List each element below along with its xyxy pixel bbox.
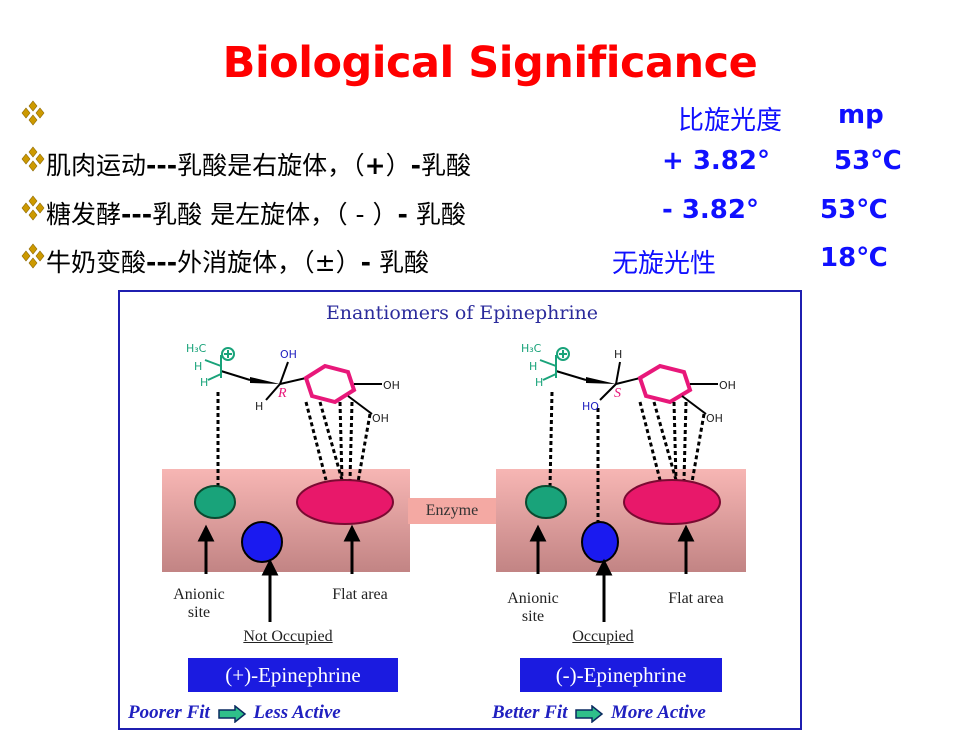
fit-summary-right: Better Fit More Active — [492, 702, 706, 724]
atom-label: H — [535, 376, 544, 389]
anionic-site-label-left: Anionic site — [156, 586, 242, 622]
enzyme-label-box — [408, 498, 496, 524]
row-dash: - — [410, 151, 422, 180]
molecule-right — [539, 347, 718, 415]
row-text: 乳酸 — [407, 200, 466, 229]
melting-point-value: 53℃ — [834, 146, 902, 176]
atom-label: OH — [280, 348, 297, 361]
melting-point-value: 53℃ — [820, 195, 888, 225]
hydroxyl-site-left — [241, 521, 283, 563]
label-line: Anionic — [507, 590, 559, 607]
occupancy-status-left: Not Occupied — [243, 628, 333, 645]
flat-area-label-left: Flat area — [332, 586, 388, 603]
row-text: 乳酸是右旋体，（ — [177, 151, 365, 180]
occupancy-status-right: Occupied — [572, 628, 634, 645]
atom-label: H — [529, 360, 538, 373]
enzyme-label: Enzyme — [425, 502, 479, 519]
row-text: 肌肉运动 — [46, 151, 147, 180]
row-text: 糖发酵 — [46, 200, 122, 229]
anionic-site-left — [194, 485, 236, 519]
row-text: 乳酸 — [371, 248, 429, 277]
diamond-bullet-icon — [21, 243, 45, 269]
label-line: site — [187, 604, 211, 621]
flat-area-site-right — [623, 479, 721, 525]
row-text: 乳酸 — [421, 151, 472, 180]
atom-label: OH — [706, 412, 723, 425]
atom-label: OH — [372, 412, 389, 425]
row-dash: - — [397, 200, 408, 229]
page-title: Biological Significance — [222, 38, 758, 88]
atom-label: H — [194, 360, 203, 373]
atom-label: OH — [719, 379, 736, 392]
row-text: 外消旋体，（±） — [177, 248, 361, 277]
right-arrow-icon — [217, 704, 246, 723]
lactic-acid-row-muscle: 肌肉运动---乳酸是右旋体，（+）-乳酸 — [46, 146, 471, 182]
diamond-bullet-icon — [21, 195, 45, 221]
atom-label: HO — [582, 400, 599, 413]
row-text: ） — [385, 151, 411, 180]
row-text: 牛奶变酸 — [46, 248, 147, 277]
flat-area-site-left — [296, 479, 394, 525]
flat-area-label-right: Flat area — [668, 590, 724, 607]
diamond-bullet-icon — [21, 100, 45, 126]
melting-point-value: 18℃ — [820, 243, 888, 273]
rotation-value: 无旋光性 — [612, 249, 717, 279]
atom-label: H₃C — [186, 342, 207, 355]
anionic-site-right — [525, 485, 567, 519]
diamond-bullet-icon — [21, 146, 45, 172]
epinephrine-label-right: (-)-Epinephrine — [520, 658, 722, 692]
row-dash: --- — [121, 200, 153, 229]
right-arrow-icon — [575, 704, 604, 723]
rotation-value: + 3.82° — [662, 146, 770, 176]
lactic-acid-row-fermentation: 糖发酵---乳酸 是左旋体，（ - ）- 乳酸 — [46, 195, 466, 231]
fit-summary-left: Poorer Fit Less Active — [128, 702, 341, 724]
row-dash: - — [360, 248, 371, 277]
atom-label: H₃C — [521, 342, 542, 355]
label-line: site — [521, 608, 545, 625]
figure-title: Enantiomers of Epinephrine — [325, 302, 599, 324]
config-label: S — [614, 386, 621, 401]
activity-label: More Active — [610, 702, 706, 723]
rotation-value: - 3.82° — [662, 195, 759, 225]
hydroxyl-site-right — [581, 521, 619, 563]
lactic-acid-row-milk: 牛奶变酸---外消旋体，（±）- 乳酸 — [46, 243, 429, 279]
atom-label: H — [614, 348, 623, 361]
config-label: R — [278, 386, 287, 401]
enzyme-surface-right — [496, 469, 746, 572]
row-dash: --- — [146, 151, 178, 180]
fit-label: Poorer Fit — [128, 702, 210, 723]
enantiomer-diagram — [162, 347, 746, 622]
label-line: Anionic — [173, 586, 225, 603]
specific-rotation-header: 比旋光度 — [678, 106, 783, 136]
melting-point-header: mp — [838, 100, 884, 130]
epinephrine-label-left: (+)-Epinephrine — [188, 658, 398, 692]
molecule-left — [204, 347, 382, 415]
activity-label: Less Active — [253, 702, 341, 723]
row-text: 乳酸 是左旋体，（ - ） — [152, 200, 398, 229]
fit-label: Better Fit — [492, 702, 568, 723]
atom-label: OH — [383, 379, 400, 392]
epinephrine-figure: Enantiomers of Epinephrine — [118, 290, 802, 730]
anionic-site-label-right: Anionic site — [490, 590, 576, 626]
atom-label: H — [255, 400, 264, 413]
row-dash: --- — [146, 248, 178, 277]
atom-label: H — [200, 376, 209, 389]
row-sign: + — [364, 151, 386, 180]
